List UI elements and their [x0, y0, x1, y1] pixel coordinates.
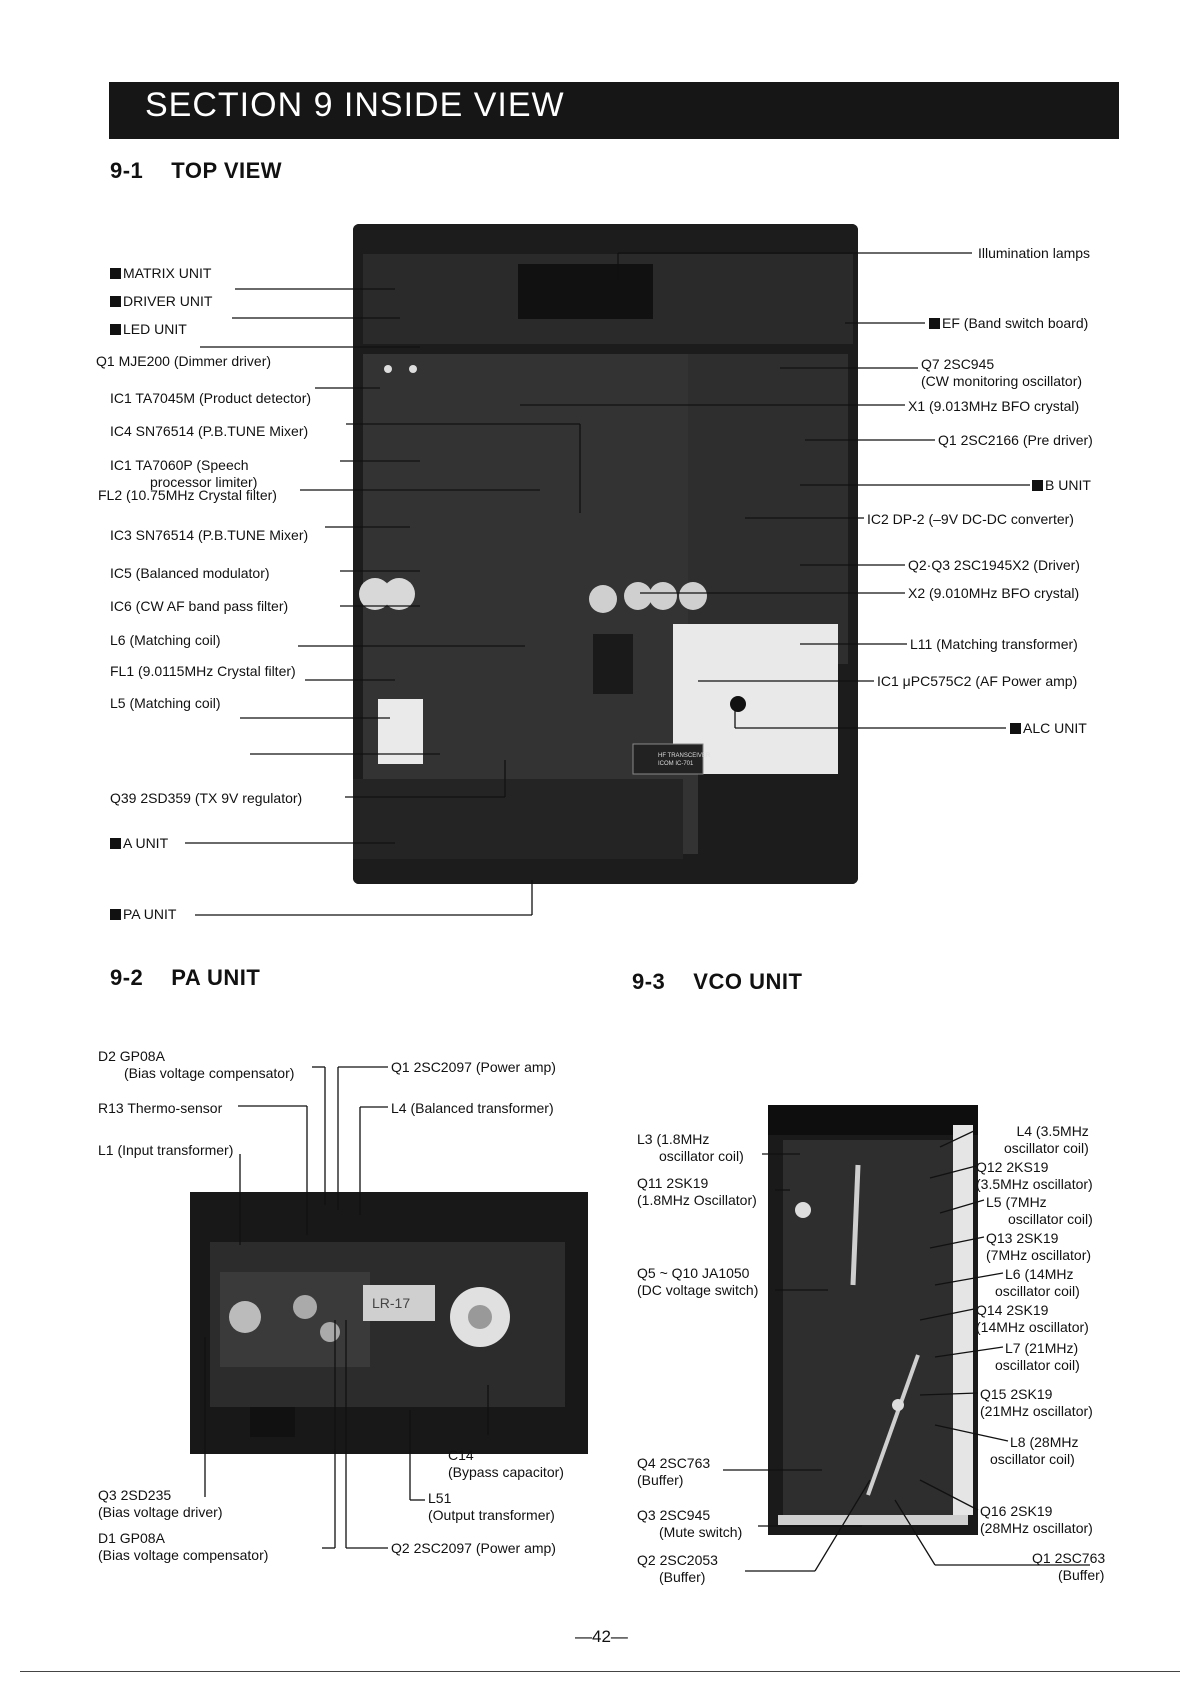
label-l1-input-transformer: L1 (Input transformer) — [98, 1142, 234, 1158]
vco-unit-title: VCO UNIT — [693, 969, 803, 994]
label-ic3-sn76514: IC3 SN76514 (P.B.TUNE Mixer) — [110, 527, 309, 543]
label-matrix-unit: MATRIX UNIT — [110, 265, 211, 282]
label-ic5: IC5 (Balanced modulator) — [110, 565, 270, 581]
label-ic1-upc575c2: IC1 μPC575C2 (AF Power amp) — [877, 673, 1078, 689]
label-fl1: FL1 (9.0115MHz Crystal filter) — [110, 663, 296, 679]
label-ic1-ta7045m: IC1 TA7045M (Product detector) — [110, 390, 312, 406]
top-view-title: TOP VIEW — [171, 158, 283, 183]
label-q1-2sc2166: Q1 2SC2166 (Pre driver) — [938, 432, 1093, 448]
label-q2-2sc2053: Q2 2SC2053(Buffer) — [637, 1552, 718, 1585]
pa-unit-title: PA UNIT — [171, 965, 261, 990]
label-a-unit: A UNIT — [110, 835, 168, 852]
label-q1-2sc763: Q1 2SC763(Buffer) — [1032, 1550, 1106, 1583]
label-q2-q3: Q2·Q3 2SC1945X2 (Driver) — [908, 557, 1080, 573]
label-q12-2ks19: Q12 2KS19(3.5MHz oscillator) — [976, 1159, 1093, 1192]
label-l6: L6 (Matching coil) — [110, 632, 221, 648]
vco-unit-board-drawing — [768, 1105, 978, 1535]
label-ic4-sn76514: IC4 SN76514 (P.B.TUNE Mixer) — [110, 423, 309, 439]
label-q4-2sc763: Q4 2SC763(Buffer) — [637, 1455, 711, 1488]
label-l51: L51(Output transformer) — [428, 1490, 555, 1523]
pa-unit-number: 9-2 — [110, 965, 144, 990]
label-q1-2sc2097: Q1 2SC2097 (Power amp) — [391, 1059, 556, 1075]
bottom-rule — [20, 1671, 1180, 1672]
label-illumination-lamps: Illumination lamps — [978, 245, 1091, 261]
label-q16-2sk19: Q16 2SK19(28MHz oscillator) — [980, 1503, 1093, 1536]
label-q1-mje200: Q1 MJE200 (Dimmer driver) — [96, 353, 272, 369]
label-q2-2sc2097: Q2 2SC2097 (Power amp) — [391, 1540, 556, 1556]
label-r13-thermo: R13 Thermo-sensor — [98, 1100, 223, 1116]
label-d1-gp08a: D1 GP08A(Bias voltage compensator) — [98, 1530, 269, 1563]
label-l4-balanced: L4 (Balanced transformer) — [391, 1100, 554, 1116]
label-l11: L11 (Matching transformer) — [910, 636, 1078, 652]
top-view-number: 9-1 — [110, 158, 144, 183]
label-q11-2sk19: Q11 2SK19(1.8MHz Oscillator) — [637, 1175, 757, 1208]
vco-unit-photo — [768, 1105, 978, 1535]
label-q7-2sc945: Q7 2SC945(CW monitoring oscillator) — [921, 356, 1083, 389]
label-pa-unit: PA UNIT — [110, 906, 176, 923]
label-l7-vco: L7 (21MHz)oscillator coil) — [995, 1340, 1080, 1373]
label-q13-2sk19: Q13 2SK19(7MHz oscillator) — [986, 1230, 1092, 1263]
top-view-board-drawing: HF TRANSCEIVER ICOM IC-701 — [353, 224, 858, 1036]
vco-unit-heading: 9-3 VCO UNIT — [632, 969, 802, 995]
label-led-unit: LED UNIT — [110, 321, 187, 338]
label-q5-q10: Q5 ~ Q10 JA1050(DC voltage switch) — [637, 1265, 759, 1298]
top-view-photo: HF TRANSCEIVER ICOM IC-701 — [353, 224, 858, 1036]
section-banner: SECTION 9 INSIDE VIEW — [109, 82, 1119, 139]
label-q15-2sk19: Q15 2SK19(21MHz oscillator) — [980, 1386, 1093, 1419]
label-ic2-dp2: IC2 DP-2 (–9V DC-DC converter) — [867, 511, 1074, 527]
pa-unit-heading: 9-2 PA UNIT — [110, 965, 260, 991]
pa-unit-board-drawing: LR-17 — [190, 1192, 588, 1454]
pa-board-mark: LR-17 — [372, 1295, 410, 1311]
top-view-heading: 9-1 TOP VIEW — [110, 158, 282, 184]
label-alc-unit: ALC UNIT — [1010, 720, 1087, 737]
page-number: —42— — [575, 1627, 628, 1646]
label-q14-2sk19: Q14 2SK19(14MHz oscillator) — [976, 1302, 1089, 1335]
label-driver-unit: DRIVER UNIT — [110, 293, 212, 310]
vco-unit-number: 9-3 — [632, 969, 666, 994]
label-ef-unit: EF (Band switch board) — [929, 315, 1088, 332]
label-l5: L5 (Matching coil) — [110, 695, 221, 711]
label-q39: Q39 2SD359 (TX 9V regulator) — [110, 790, 303, 806]
label-q3-2sc945: Q3 2SC945(Mute switch) — [637, 1507, 743, 1540]
nameplate-line-2: ICOM IC-701 — [658, 761, 694, 767]
pa-unit-photo: LR-17 — [190, 1192, 588, 1454]
label-q3-2sd235: Q3 2SD235(Bias voltage driver) — [98, 1487, 223, 1520]
label-c14: C14(Bypass capacitor) — [448, 1447, 564, 1480]
label-fl2: FL2 (10.75MHz Crystal filter) — [98, 487, 277, 503]
label-b-unit: B UNIT — [1032, 477, 1091, 494]
label-x1: X1 (9.013MHz BFO crystal) — [908, 398, 1080, 414]
label-ic6: IC6 (CW AF band pass filter) — [110, 598, 289, 614]
label-d2-gp08a: D2 GP08A(Bias voltage compensator) — [98, 1048, 295, 1081]
nameplate-line-1: HF TRANSCEIVER — [658, 753, 711, 759]
label-x2: X2 (9.010MHz BFO crystal) — [908, 585, 1080, 601]
section-title: SECTION 9 INSIDE VIEW — [145, 86, 565, 124]
